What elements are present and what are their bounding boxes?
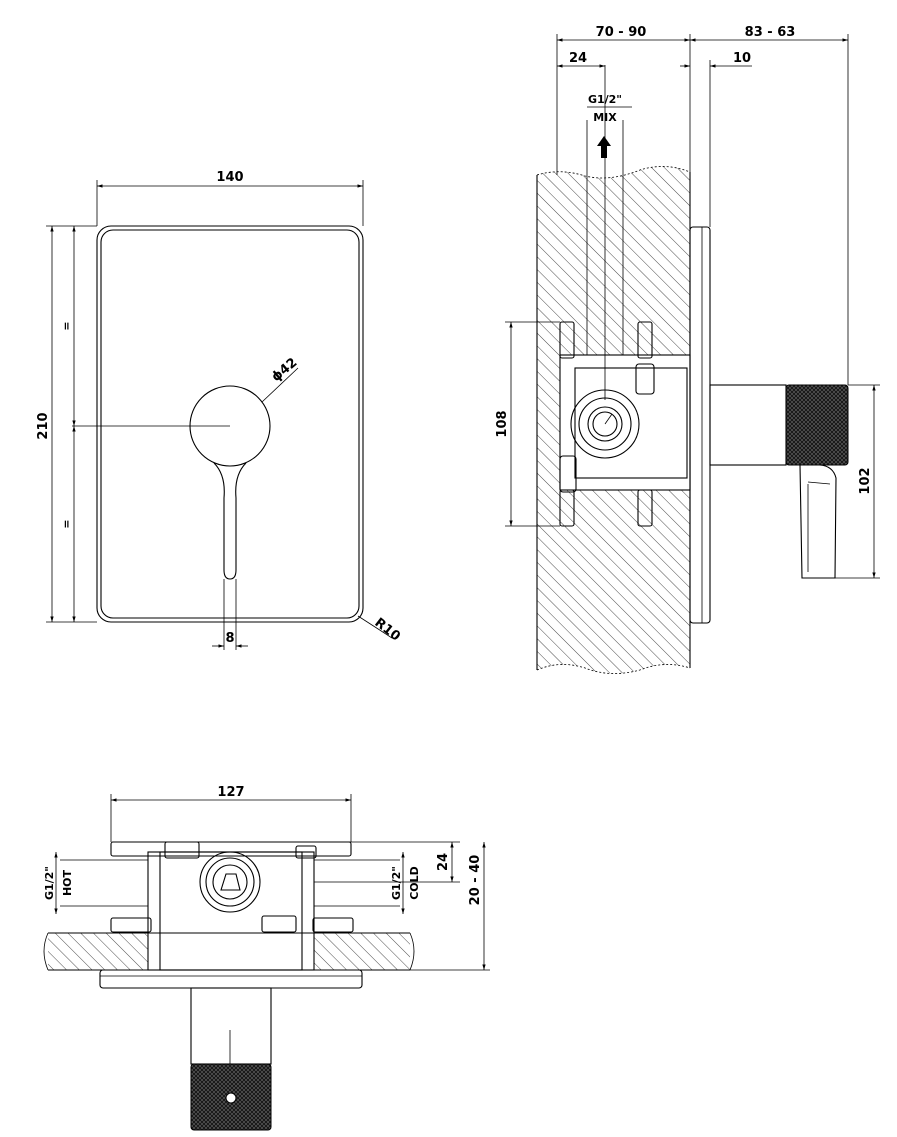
hot-label: HOT (61, 869, 74, 896)
front-plate-inner (100, 229, 360, 619)
front-view: 140 210 = = ϕ42 8 R10 (36, 170, 403, 650)
outlet-mix-label: MIX (593, 111, 617, 124)
front-width-label: 140 (216, 170, 243, 185)
lever-handle (213, 462, 247, 580)
side-offset-label: 24 (569, 51, 587, 66)
side-lever (799, 464, 837, 579)
inlet-offset-label: 24 (436, 853, 451, 871)
equal-mark-top: = (60, 321, 73, 330)
side-projection-label: 83 - 63 (745, 25, 796, 40)
cold-thread-label: G1/2" (390, 866, 403, 900)
front-plate-outer (96, 225, 364, 623)
spindle (709, 384, 787, 466)
top-wall-plate (99, 969, 363, 989)
corner-radius-label: R10 (372, 615, 403, 644)
body-height-label: 108 (495, 410, 510, 437)
side-wall-plate (689, 226, 711, 624)
top-width-label: 127 (217, 785, 244, 800)
top-spindle (190, 987, 272, 1065)
handle-width-label: 8 (225, 631, 234, 646)
knob-set-screw (225, 1092, 237, 1104)
side-depth-range-label: 70 - 90 (596, 25, 647, 40)
front-height-label: 210 (36, 412, 51, 439)
knurled-knob (785, 384, 849, 466)
top-flange (110, 841, 352, 857)
hot-thread-label: G1/2" (43, 866, 56, 900)
knob-height-label: 102 (858, 467, 873, 494)
side-view: G1/2" MIX 70 - 90 83 - 63 24 10 (495, 25, 880, 674)
mix-flow-arrow (597, 136, 611, 158)
top-center-port (199, 851, 261, 913)
top-view: 127 G1/2" HOT G1/2" COLD 24 20 - 40 (43, 785, 490, 1131)
cold-label: COLD (408, 866, 421, 900)
side-plate-label: 10 (733, 51, 751, 66)
equal-mark-bottom: = (60, 519, 73, 528)
top-depth-range-label: 20 - 40 (468, 855, 483, 906)
outlet-thread-label: G1/2" (588, 93, 622, 106)
